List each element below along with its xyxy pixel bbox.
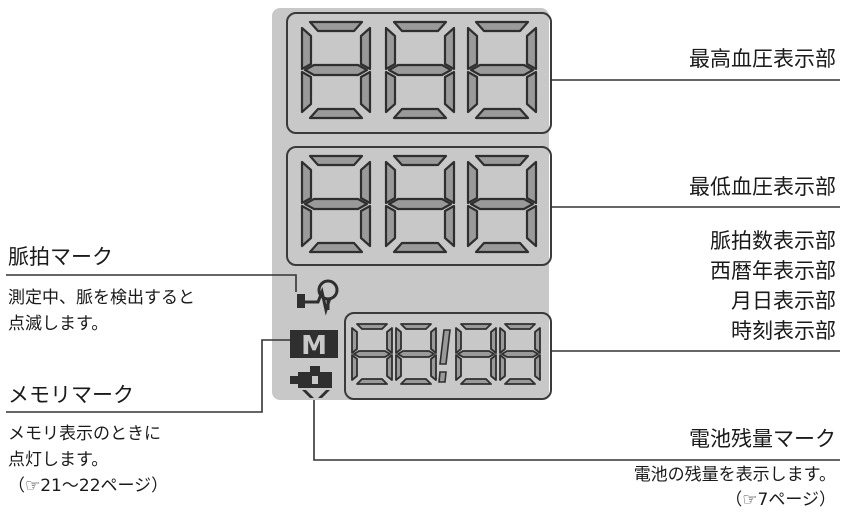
systolic-digit-1	[300, 20, 372, 120]
pulse-mark-leader	[6, 274, 297, 292]
memory-m-letter: M	[301, 331, 327, 361]
diastolic-digit-1	[300, 154, 372, 254]
battery-mark-title: 電池残量マーク	[689, 427, 836, 451]
time-colon	[438, 329, 451, 383]
diastolic-display-frame	[286, 146, 552, 266]
memory-m-icon: M	[290, 330, 338, 361]
systolic-digit-2	[384, 20, 456, 120]
memory-mark-title: メモリマーク	[8, 383, 134, 407]
time-label: 時刻表示部	[731, 319, 836, 343]
diastolic-label: 最低血圧表示部	[689, 175, 836, 199]
memory-mark-reference: （☞21～22ページ）	[8, 476, 169, 496]
memory-mark-leader	[6, 339, 290, 413]
systolic-label: 最高血圧表示部	[689, 47, 836, 71]
battery-mark-reference: （☞7ページ）	[725, 490, 836, 510]
pulse-rate-label: 脈拍数表示部	[710, 229, 836, 253]
systolic-digit-3	[466, 20, 538, 120]
pulse-heart-icon	[297, 279, 339, 316]
diastolic-digits	[300, 154, 538, 254]
battery-mark-description: 電池の残量を表示します。	[633, 465, 836, 485]
diastolic-digit-2	[384, 154, 456, 254]
pulse-time-display-frame	[344, 312, 552, 400]
memory-mark-description-line2: 点灯します。	[8, 450, 109, 470]
year-label: 西暦年表示部	[710, 259, 836, 283]
memory-mark-description-line1: メモリ表示のときに	[8, 424, 161, 444]
time-digit-4	[499, 323, 541, 385]
pulse-mark-description-line2: 点滅します。	[8, 314, 109, 334]
diastolic-digit-3	[466, 154, 538, 254]
leader-lines	[6, 79, 840, 461]
month-day-label: 月日表示部	[731, 289, 836, 313]
pulse-mark-title: 脈拍マーク	[8, 245, 113, 269]
pulse-mark-description-line1: 測定中、脈を検出すると	[8, 288, 195, 308]
battery-icon	[290, 366, 332, 398]
systolic-digits	[300, 20, 538, 120]
time-digit-3	[455, 323, 497, 385]
systolic-display-frame	[286, 12, 552, 134]
time-digit-2	[395, 323, 437, 385]
battery-mark-leader	[313, 400, 840, 461]
time-digit-1	[351, 323, 393, 385]
